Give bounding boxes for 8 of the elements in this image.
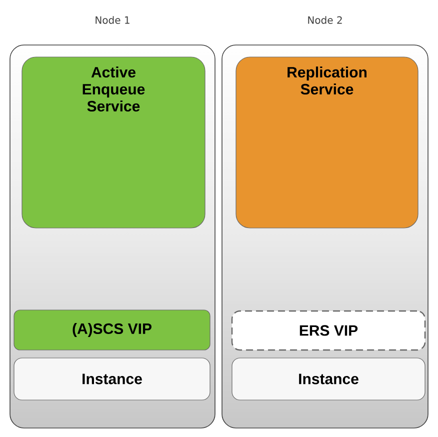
instance-box: Instance	[14, 358, 210, 400]
address-box: ERS VIP	[231, 310, 426, 351]
node-label: Node 2	[308, 16, 342, 24]
address-box: (A)SCS VIP	[14, 310, 210, 350]
service-box: Replication Service	[236, 56, 418, 228]
instance-box: Instance	[232, 358, 426, 400]
service-box: Active Enqueue Service	[22, 56, 206, 228]
node-label: Node 1	[96, 16, 130, 24]
